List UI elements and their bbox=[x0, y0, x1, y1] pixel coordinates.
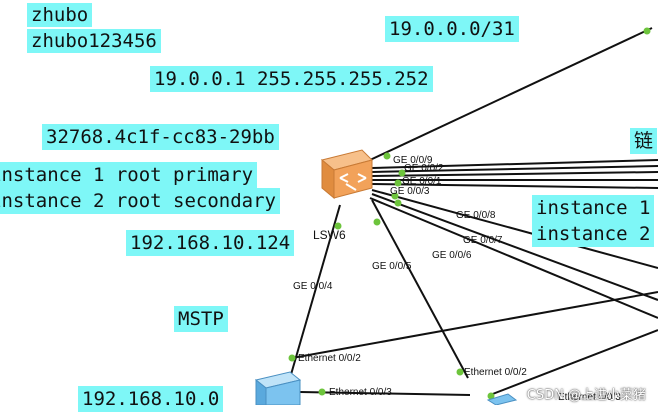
note-right-instance1: instance 1 bbox=[532, 195, 655, 221]
link-ge009-top-right bbox=[369, 27, 653, 161]
port-dot-ge009 bbox=[383, 152, 391, 160]
note-credentials-user: zhubo bbox=[27, 3, 93, 27]
link-ge004 bbox=[289, 204, 341, 379]
link-ge006 bbox=[369, 197, 658, 319]
switch-lsw6-label: LSW6 bbox=[313, 228, 346, 242]
link-ge007 bbox=[371, 193, 658, 301]
port-label-eth003-mid: Ethernet 0/0/3 bbox=[558, 392, 621, 403]
link-eth003-mid bbox=[489, 329, 658, 396]
port-label-ge002: GE 0/0/2 bbox=[404, 163, 444, 174]
link-ge003-c bbox=[371, 183, 658, 189]
port-label-ge009: GE 0/0/9 bbox=[393, 155, 433, 166]
port-label-eth002-left: Ethernet 0/0/2 bbox=[298, 353, 361, 364]
switch-bottom-left-icon[interactable] bbox=[254, 371, 302, 405]
note-ip-mask: 19.0.0.1 255.255.255.252 bbox=[150, 66, 433, 92]
port-label-eth002-mid: Ethernet 0/0/2 bbox=[464, 367, 527, 378]
port-dot-eth002-left bbox=[288, 354, 296, 362]
link-ge003-a bbox=[371, 171, 658, 177]
port-label-ge004: GE 0/0/4 bbox=[293, 281, 333, 292]
link-eth003-left bbox=[299, 391, 471, 396]
port-label-ge006: GE 0/0/6 bbox=[432, 250, 472, 261]
link-ge005 bbox=[371, 199, 469, 379]
note-bridge-id: 32768.4c1f-cc83-29bb bbox=[42, 124, 279, 150]
port-dot-eth003-left bbox=[318, 388, 326, 396]
switch-bottom-mid-icon[interactable] bbox=[486, 393, 518, 405]
port-dot-ge003b bbox=[394, 199, 402, 207]
port-label-ge007: GE 0/0/7 bbox=[463, 235, 503, 246]
note-protocol: MSTP bbox=[174, 306, 228, 332]
note-right-partial: 链 bbox=[630, 128, 658, 154]
link-ge008 bbox=[371, 189, 658, 269]
port-label-ge003: GE 0/0/3 bbox=[390, 186, 430, 197]
port-label-ge001: GE 0/0/1 bbox=[402, 176, 442, 187]
port-dot-ge004 bbox=[334, 222, 342, 230]
port-dot-eth003-mid bbox=[487, 392, 495, 400]
note-credentials-pass: zhubo123456 bbox=[27, 29, 161, 53]
port-label-eth003-left: Ethernet 0/0/3 bbox=[329, 387, 392, 398]
csdn-watermark: CSDN @上进小菜猪 bbox=[526, 388, 646, 403]
port-dot-top-right bbox=[643, 27, 651, 35]
port-dot-eth002-mid bbox=[456, 368, 464, 376]
switch-lsw6-icon[interactable] bbox=[320, 149, 373, 200]
note-instance2-root: instance 2 root secondary bbox=[0, 188, 280, 214]
link-eth002-left bbox=[291, 291, 658, 359]
port-dot-ge002 bbox=[398, 169, 406, 177]
port-dot-ge005 bbox=[373, 218, 381, 226]
link-ge001 bbox=[371, 165, 658, 173]
link-ge002 bbox=[371, 159, 658, 169]
note-bottom-ip: 192.168.10.0 bbox=[78, 386, 224, 412]
note-mgmt-ip: 192.168.10.124 bbox=[126, 230, 295, 256]
port-label-ge008: GE 0/0/8 bbox=[456, 210, 496, 221]
port-dot-ge001 bbox=[394, 179, 402, 187]
note-network-top: 19.0.0.0/31 bbox=[385, 16, 519, 42]
port-label-ge005: GE 0/0/5 bbox=[372, 261, 412, 272]
note-right-instance2: instance 2 bbox=[532, 221, 655, 247]
port-dot-ge003 bbox=[391, 192, 399, 200]
note-instance1-root: instance 1 root primary bbox=[0, 162, 258, 188]
